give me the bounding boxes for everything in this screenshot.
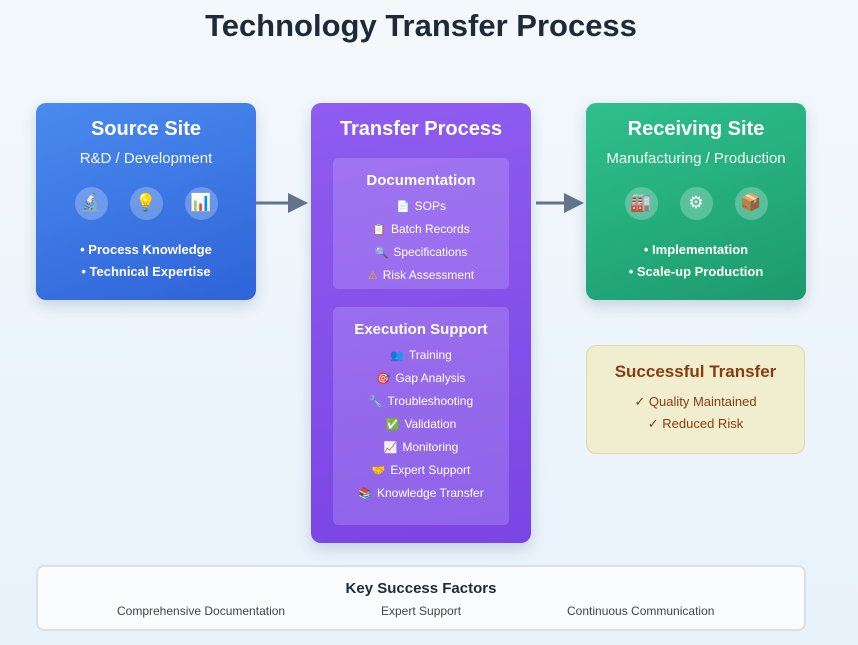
bar-chart-icon: 📊 (184, 187, 218, 220)
list-item: 📋 Batch Records (333, 218, 509, 241)
source-site-subtitle: R&D / Development (79, 150, 213, 167)
trend-chart-icon: 📈 (383, 441, 398, 454)
source-site-card: Source Site R&D / Development 🔬 💡 📊 • Pr… (36, 103, 256, 300)
list-item: ✓ Quality Maintained (634, 394, 757, 409)
list-item: 👥 Training (333, 344, 509, 367)
receiving-site-subtitle: Manufacturing / Production (606, 150, 786, 167)
list-item-label: Knowledge Transfer (376, 486, 484, 500)
list-item: 🤝 Expert Support (333, 459, 509, 482)
handshake-icon: 🤝 (371, 464, 386, 477)
list-item-label: Troubleshooting (387, 394, 474, 408)
page-icon: 📄 (395, 200, 410, 213)
lightbulb-icon: 💡 (129, 187, 163, 220)
list-item: 🔍 Specifications (333, 241, 509, 264)
receiving-bullet: • Scale-up Production (628, 264, 764, 279)
documentation-box: Documentation 📄 SOPs 📋 Batch Records 🔍 Spec… (333, 158, 509, 289)
magnifier-icon: 🔍 (374, 246, 389, 259)
list-item: 📚 Knowledge Transfer (333, 482, 509, 505)
receiving-site-title: Receiving Site (627, 118, 765, 140)
execution-support-box: Execution Support 👥 Training 🎯 Gap Analysi… (333, 307, 509, 525)
arrow-right-icon (536, 193, 584, 213)
list-item: ⚠ Risk Assessment (333, 264, 509, 287)
source-bullets: • Process Knowledge • Technical Expertis… (36, 239, 256, 283)
list-item: ✅ Validation (333, 413, 509, 436)
package-icon: 📦 (734, 187, 768, 220)
factor-item: Comprehensive Documentation (117, 604, 286, 618)
arrow-right-icon (256, 193, 308, 213)
list-item: ✓ Reduced Risk (647, 416, 744, 431)
books-icon: 📚 (358, 487, 372, 500)
page-title: Technology Transfer Process (205, 8, 637, 43)
list-item-label: SOPs (414, 199, 447, 213)
key-success-factors-box: Key Success Factors Comprehensive Docume… (36, 565, 806, 631)
execution-list: 👥 Training 🎯 Gap Analysis 🔧 Troubleshooting… (333, 344, 509, 505)
list-item-label: Specifications (393, 245, 468, 259)
list-item: 🔧 Troubleshooting (333, 390, 509, 413)
clipboard-icon: 📋 (372, 223, 386, 236)
receiving-bullet: • Implementation (643, 242, 749, 257)
source-icons: 🔬 💡 📊 (36, 187, 256, 220)
receiving-bullets: • Implementation • Scale-up Production (586, 239, 806, 283)
checkbox-icon: ✅ (385, 418, 400, 431)
list-item-label: Monitoring (402, 440, 459, 454)
target-icon: 🎯 (376, 372, 391, 385)
source-site-title: Source Site (90, 118, 202, 140)
warning-icon: ⚠ (367, 269, 378, 282)
documentation-list: 📄 SOPs 📋 Batch Records 🔍 Specifications ⚠ Ri… (333, 195, 509, 287)
list-item: 📈 Monitoring (333, 436, 509, 459)
list-item-label: Expert Support (390, 463, 471, 477)
successful-transfer-list: ✓ Quality Maintained ✓ Reduced Risk (587, 391, 804, 435)
factory-icon: 🏭 (624, 187, 658, 220)
list-item-label: Training (408, 348, 452, 362)
list-item-label: Batch Records (391, 222, 470, 236)
receiving-icons: 🏭 ⚙ 📦 (586, 187, 806, 220)
list-item-label: Risk Assessment (382, 268, 475, 282)
list-item: 📄 SOPs (333, 195, 509, 218)
people-icon: 👥 (390, 349, 404, 362)
list-item-label: Validation (404, 417, 457, 431)
receiving-site-card: Receiving Site Manufacturing / Productio… (586, 103, 806, 300)
documentation-title: Documentation (366, 172, 476, 189)
transfer-process-title: Transfer Process (339, 118, 503, 140)
source-bullet: • Process Knowledge (80, 242, 212, 257)
transfer-process-card: Transfer Process Documentation 📄 SOPs 📋 Ba… (311, 103, 531, 543)
key-success-factors-title: Key Success Factors (345, 580, 497, 597)
factor-item: Expert Support (381, 604, 462, 618)
gear-icon: ⚙ (679, 187, 713, 220)
list-item-label: Gap Analysis (395, 371, 466, 385)
successful-transfer-title: Successful Transfer (614, 362, 777, 381)
execution-support-title: Execution Support (354, 321, 488, 338)
wrench-icon: 🔧 (368, 395, 383, 408)
source-bullet: • Technical Expertise (81, 264, 211, 279)
successful-transfer-box: Successful Transfer ✓ Quality Maintained… (586, 345, 805, 454)
microscope-icon: 🔬 (74, 187, 108, 220)
list-item: 🎯 Gap Analysis (333, 367, 509, 390)
factor-item: Continuous Communication (567, 604, 715, 618)
